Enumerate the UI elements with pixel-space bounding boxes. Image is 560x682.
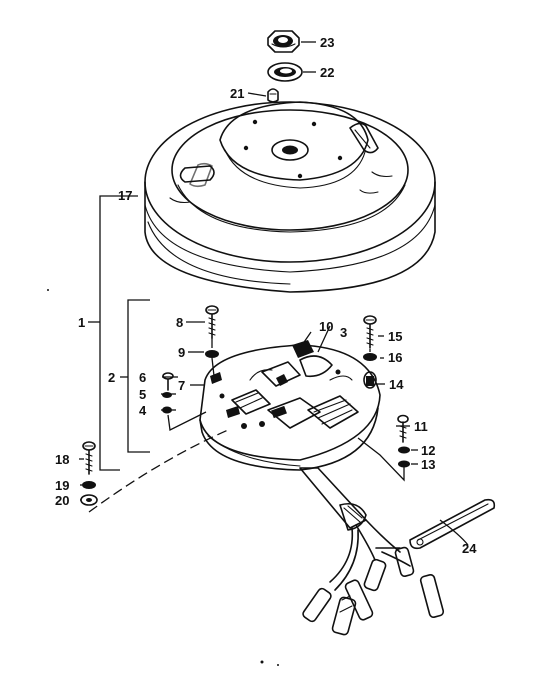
washer-icon: [205, 350, 219, 358]
callout-1: 1: [78, 315, 85, 330]
callout-labels: 23 22 21 17 1 8 10 3 15 9 16 2 6 7 14 5 …: [55, 35, 477, 556]
woodruff-key-icon: [267, 88, 279, 103]
callout-4: 4: [139, 403, 147, 418]
stator-plate-icon: [199, 340, 381, 529]
screw-icon: [205, 305, 219, 339]
callout-7: 7: [178, 378, 185, 393]
screw-icon: [363, 315, 377, 349]
screw-icon: [162, 372, 174, 391]
screw-icon: [397, 414, 409, 443]
washer-icon: [363, 353, 377, 361]
callout-15: 15: [388, 329, 402, 344]
callout-3: 3: [340, 325, 347, 340]
callout-6: 6: [139, 370, 146, 385]
callout-19: 19: [55, 478, 69, 493]
callout-9: 9: [178, 345, 185, 360]
callout-20: 20: [55, 493, 69, 508]
callout-18: 18: [55, 452, 69, 467]
callout-10: 10: [319, 319, 333, 334]
callout-2: 2: [108, 370, 115, 385]
callout-14: 14: [389, 377, 404, 392]
callout-12: 12: [421, 443, 435, 458]
lock-washer-icon: [267, 62, 303, 82]
screw-icon: [82, 441, 96, 475]
washer-icon: [162, 392, 172, 398]
callout-22: 22: [320, 65, 334, 80]
callout-11: 11: [414, 419, 428, 434]
nut-icon: [267, 30, 300, 53]
leader-lines: [79, 41, 469, 546]
washer-icon: [80, 494, 98, 506]
flywheel-icon: [144, 101, 436, 293]
cable-clamp-icon: [409, 498, 496, 550]
washer-icon: [82, 481, 96, 489]
callout-5: 5: [139, 387, 146, 402]
callout-13: 13: [421, 457, 435, 472]
callout-24: 24: [462, 541, 477, 556]
callout-8: 8: [176, 315, 183, 330]
callout-23: 23: [320, 35, 334, 50]
wire-harness-icon: [302, 502, 445, 636]
callout-21: 21: [230, 86, 244, 101]
callout-17: 17: [118, 188, 132, 203]
washer-icon: [398, 446, 410, 454]
callout-16: 16: [388, 350, 402, 365]
washer-icon: [398, 460, 410, 468]
